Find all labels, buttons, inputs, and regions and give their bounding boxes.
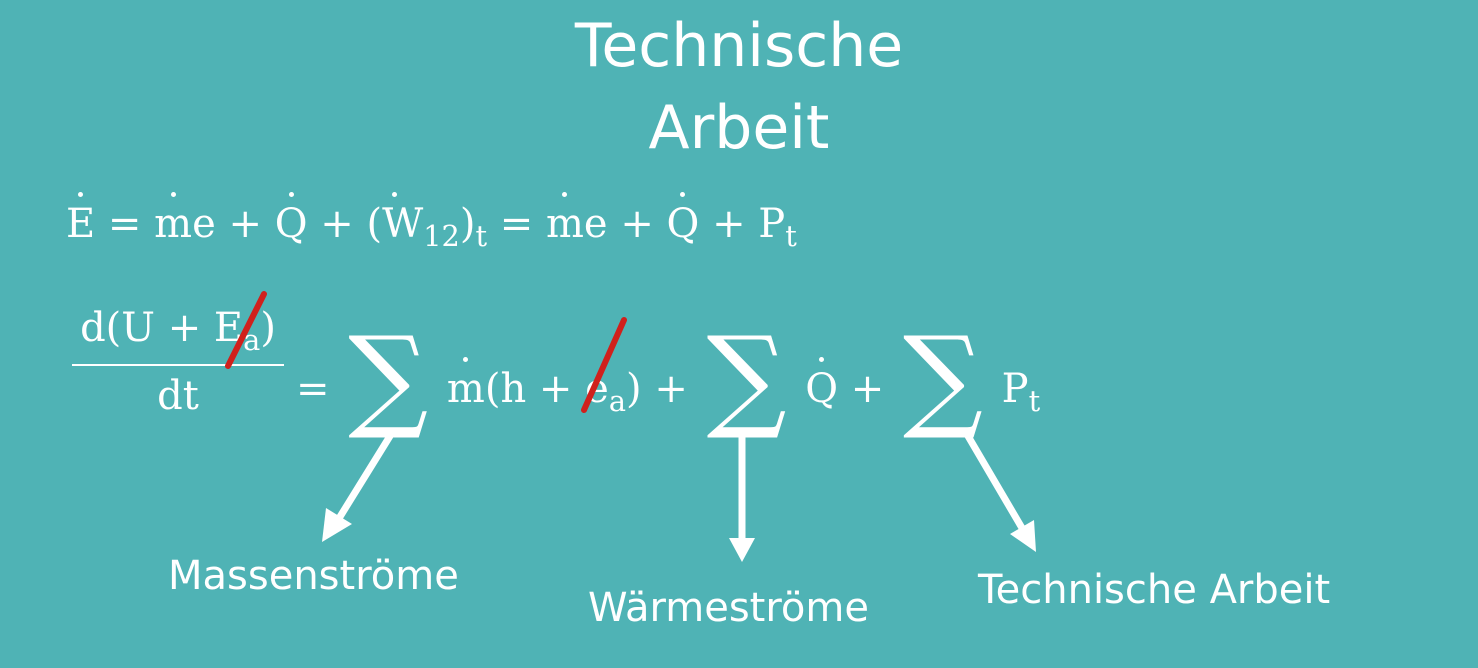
arrow-to-heat-flows xyxy=(729,432,755,562)
label-heat-flows: Wärmeströme xyxy=(588,585,869,631)
label-mass-flows: Massenströme xyxy=(168,553,459,599)
fraction-numerator: d(U + Ea) xyxy=(80,305,276,358)
strike-ea-term xyxy=(581,317,627,413)
fraction-bar xyxy=(72,364,284,366)
w-dot: (W xyxy=(366,192,423,252)
m-dot: m xyxy=(154,192,192,252)
arrow-to-mass-flows xyxy=(322,432,394,542)
q-dot: Q xyxy=(275,192,308,252)
m-dot: m xyxy=(546,192,584,252)
e-dot: E xyxy=(66,192,95,252)
q-dot: Q xyxy=(805,357,838,417)
strike-ea-numerator xyxy=(225,291,267,369)
label-technical-work: Technische Arbeit xyxy=(978,567,1331,613)
fraction-denominator: dt xyxy=(157,373,199,419)
slide-title-line-2: Arbeit xyxy=(648,93,830,163)
q-dot: Q xyxy=(667,192,699,252)
m-dot: m xyxy=(447,357,485,417)
energy-balance-equation: E = me + Q + (W12)t = me + Q + Pt xyxy=(66,192,797,255)
balance-equation-rhs: = ∑ m(h + ea) + ∑ Q + ∑ Pt xyxy=(296,313,1041,443)
slide-title-line-1: Technische xyxy=(574,11,904,81)
arrow-to-technical-work xyxy=(964,432,1036,552)
time-derivative-fraction: d(U + Ea) dt xyxy=(72,300,284,420)
